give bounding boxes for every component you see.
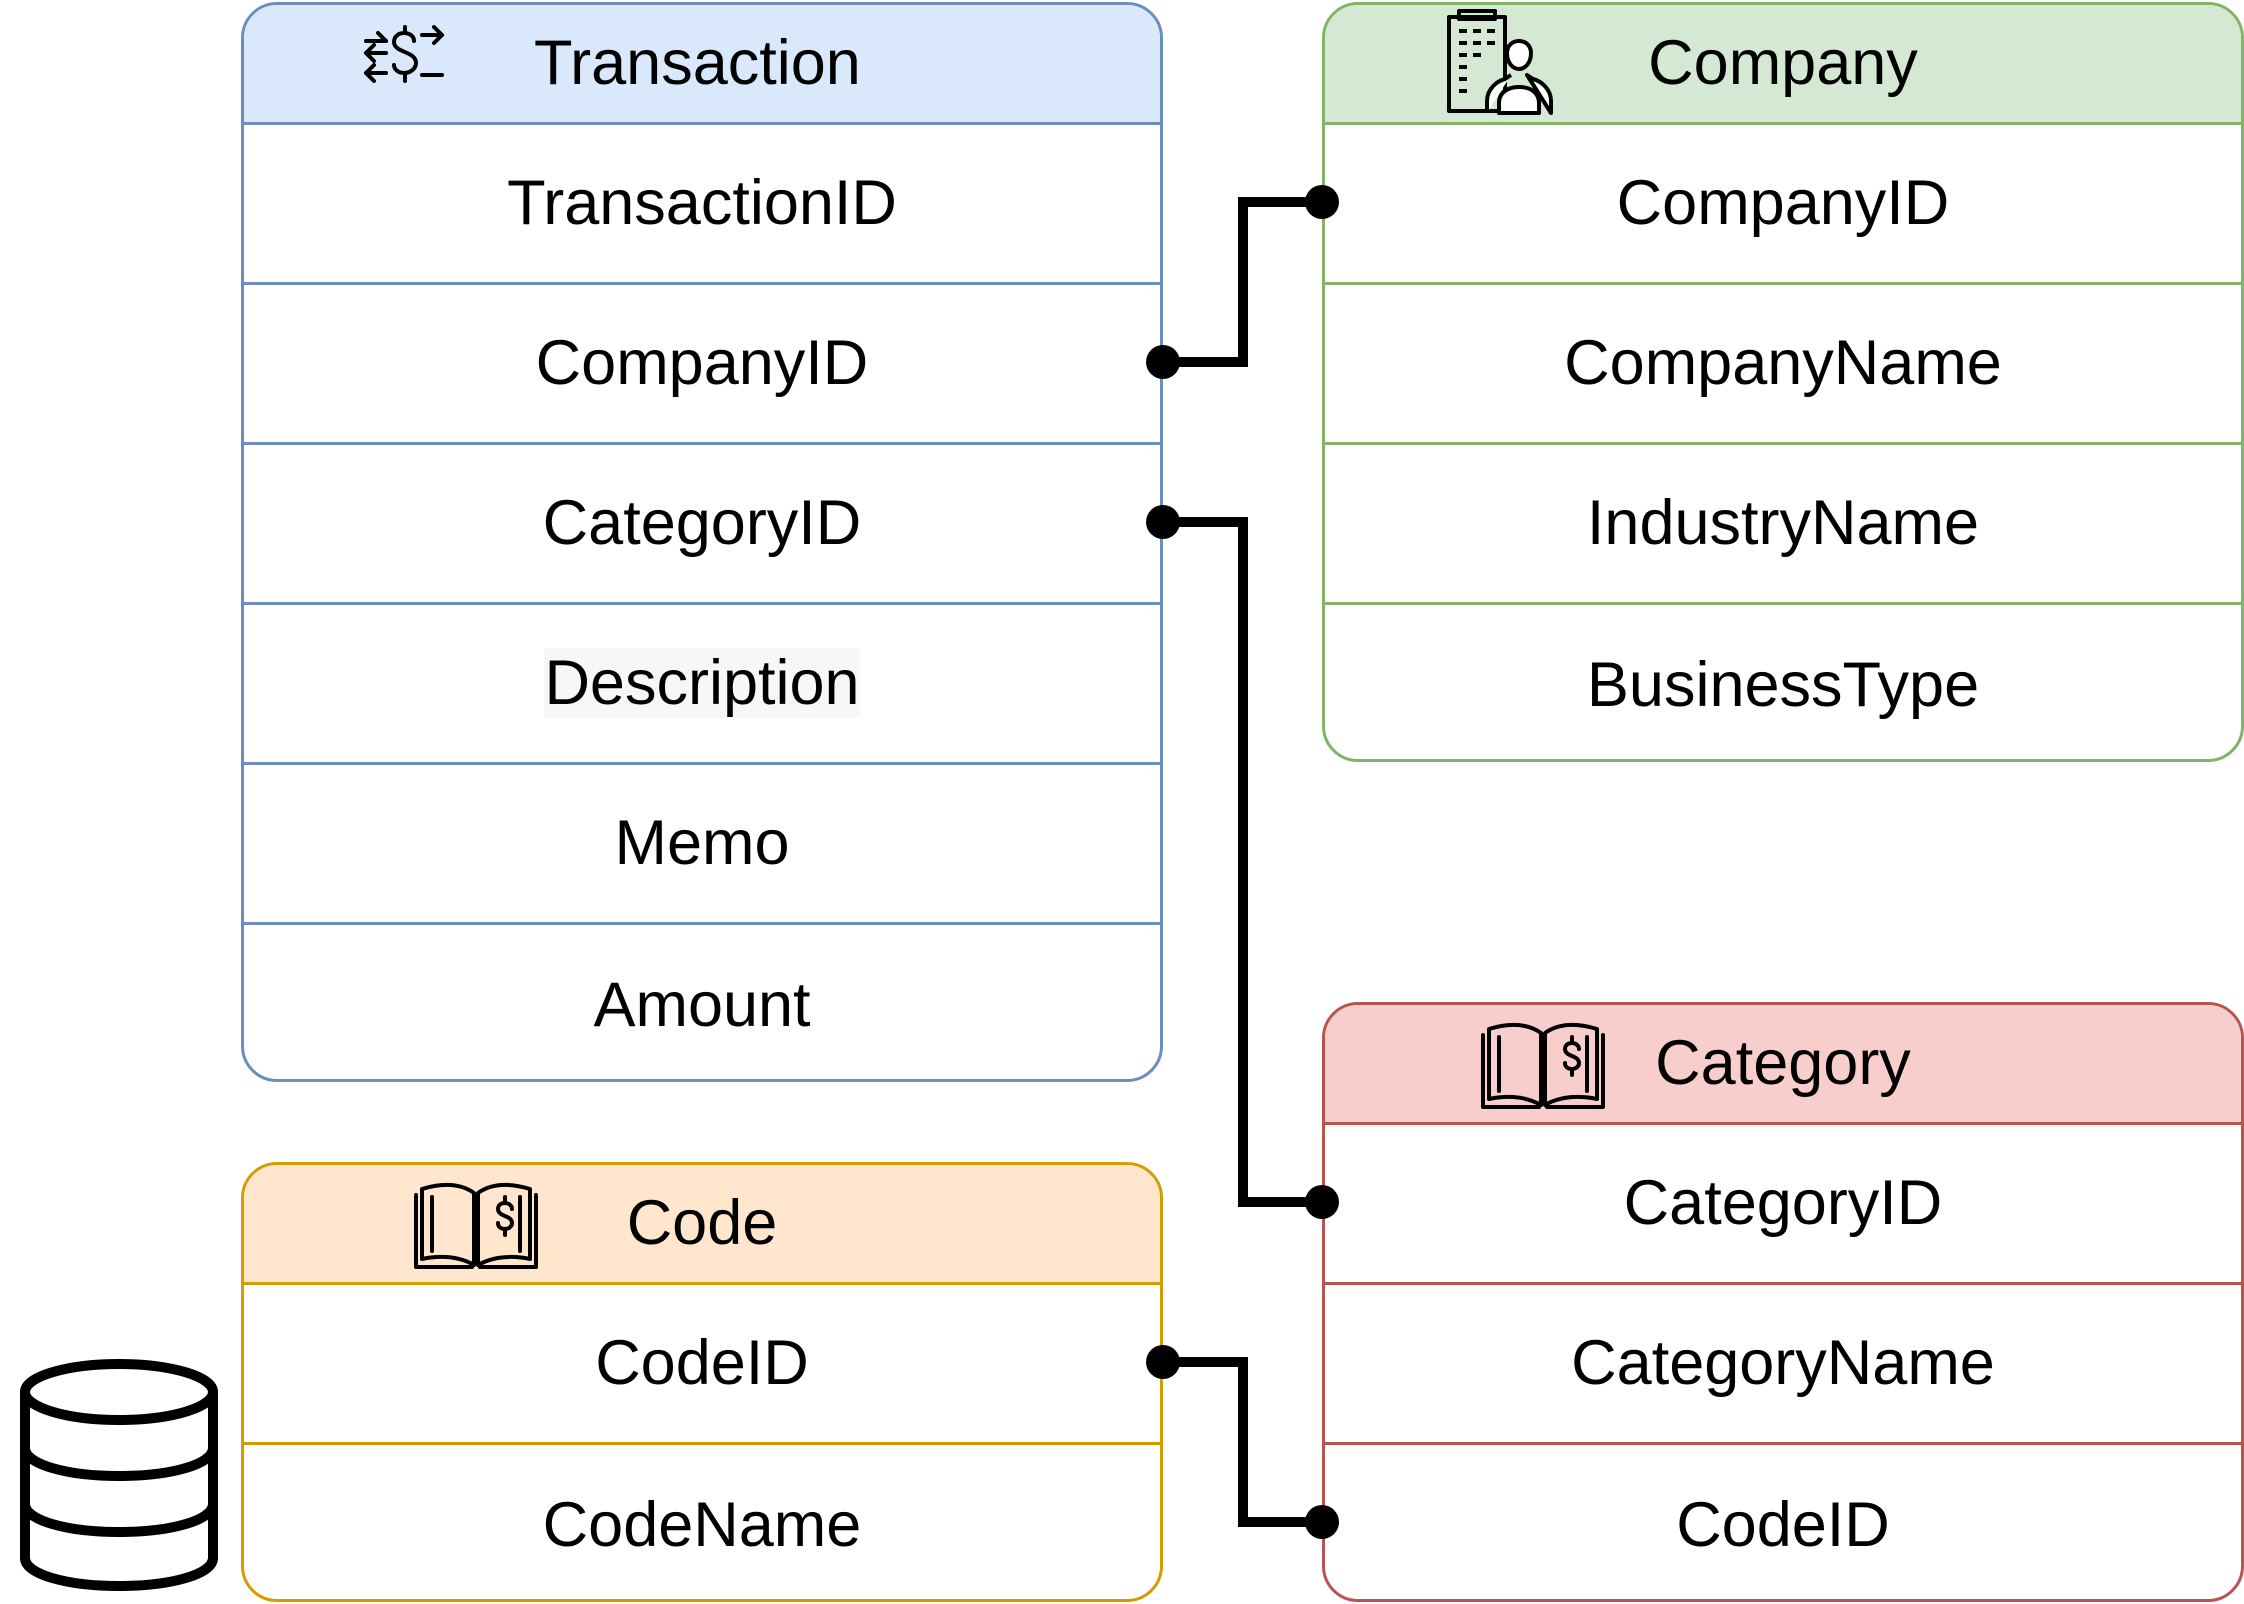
category-title: Category [1655, 1028, 1911, 1098]
transaction-field-transactionid[interactable]: TransactionID [244, 125, 1160, 285]
company-title: Company [1648, 28, 1918, 98]
money-transfer-icon [364, 25, 444, 83]
transaction-field-amount[interactable]: Amount [593, 970, 811, 1040]
company-header: Company [1325, 5, 2241, 125]
transaction-title: Transaction [534, 28, 861, 98]
company-field-industryname[interactable]: IndustryName [1325, 445, 2241, 605]
transaction-table[interactable]: Transaction TransactionID CompanyID Cate… [241, 2, 1163, 1082]
transaction-field-description[interactable]: Description [244, 605, 1160, 765]
company-field-businesstype[interactable]: BusinessType [1586, 650, 1980, 720]
connector-transaction-company[interactable] [1163, 197, 1322, 367]
code-title: Code [626, 1188, 778, 1258]
code-field-codename[interactable]: CodeName [542, 1490, 862, 1560]
category-field-codeid[interactable]: CodeID [1676, 1490, 1890, 1560]
connector-code-category[interactable] [1163, 1357, 1322, 1527]
code-field-codeid[interactable]: CodeID [244, 1285, 1160, 1445]
database-icon [20, 1359, 218, 1592]
connector-transaction-category[interactable] [1163, 517, 1322, 1207]
category-field-categoryname[interactable]: CategoryName [1325, 1285, 2241, 1445]
company-table[interactable]: Company CompanyID CompanyName IndustryNa… [1322, 2, 2244, 762]
category-field-categoryid[interactable]: CategoryID [1325, 1125, 2241, 1285]
category-table[interactable]: Category CategoryID CategoryName CodeID [1322, 1002, 2244, 1602]
company-field-companyname[interactable]: CompanyName [1325, 285, 2241, 445]
transaction-header: Transaction [244, 5, 1160, 125]
transaction-field-companyid[interactable]: CompanyID [244, 285, 1160, 445]
company-field-companyid[interactable]: CompanyID [1325, 125, 2241, 285]
ledger-book-dollar-icon [414, 1182, 538, 1269]
code-table[interactable]: Code CodeID CodeName [241, 1162, 1163, 1602]
ledger-book-dollar-icon [1481, 1022, 1605, 1109]
office-building-people-icon [1447, 9, 1553, 115]
transaction-field-memo[interactable]: Memo [244, 765, 1160, 925]
description-label: Description [544, 648, 860, 718]
transaction-field-categoryid[interactable]: CategoryID [244, 445, 1160, 605]
code-header: Code [244, 1165, 1160, 1285]
category-header: Category [1325, 1005, 2241, 1125]
